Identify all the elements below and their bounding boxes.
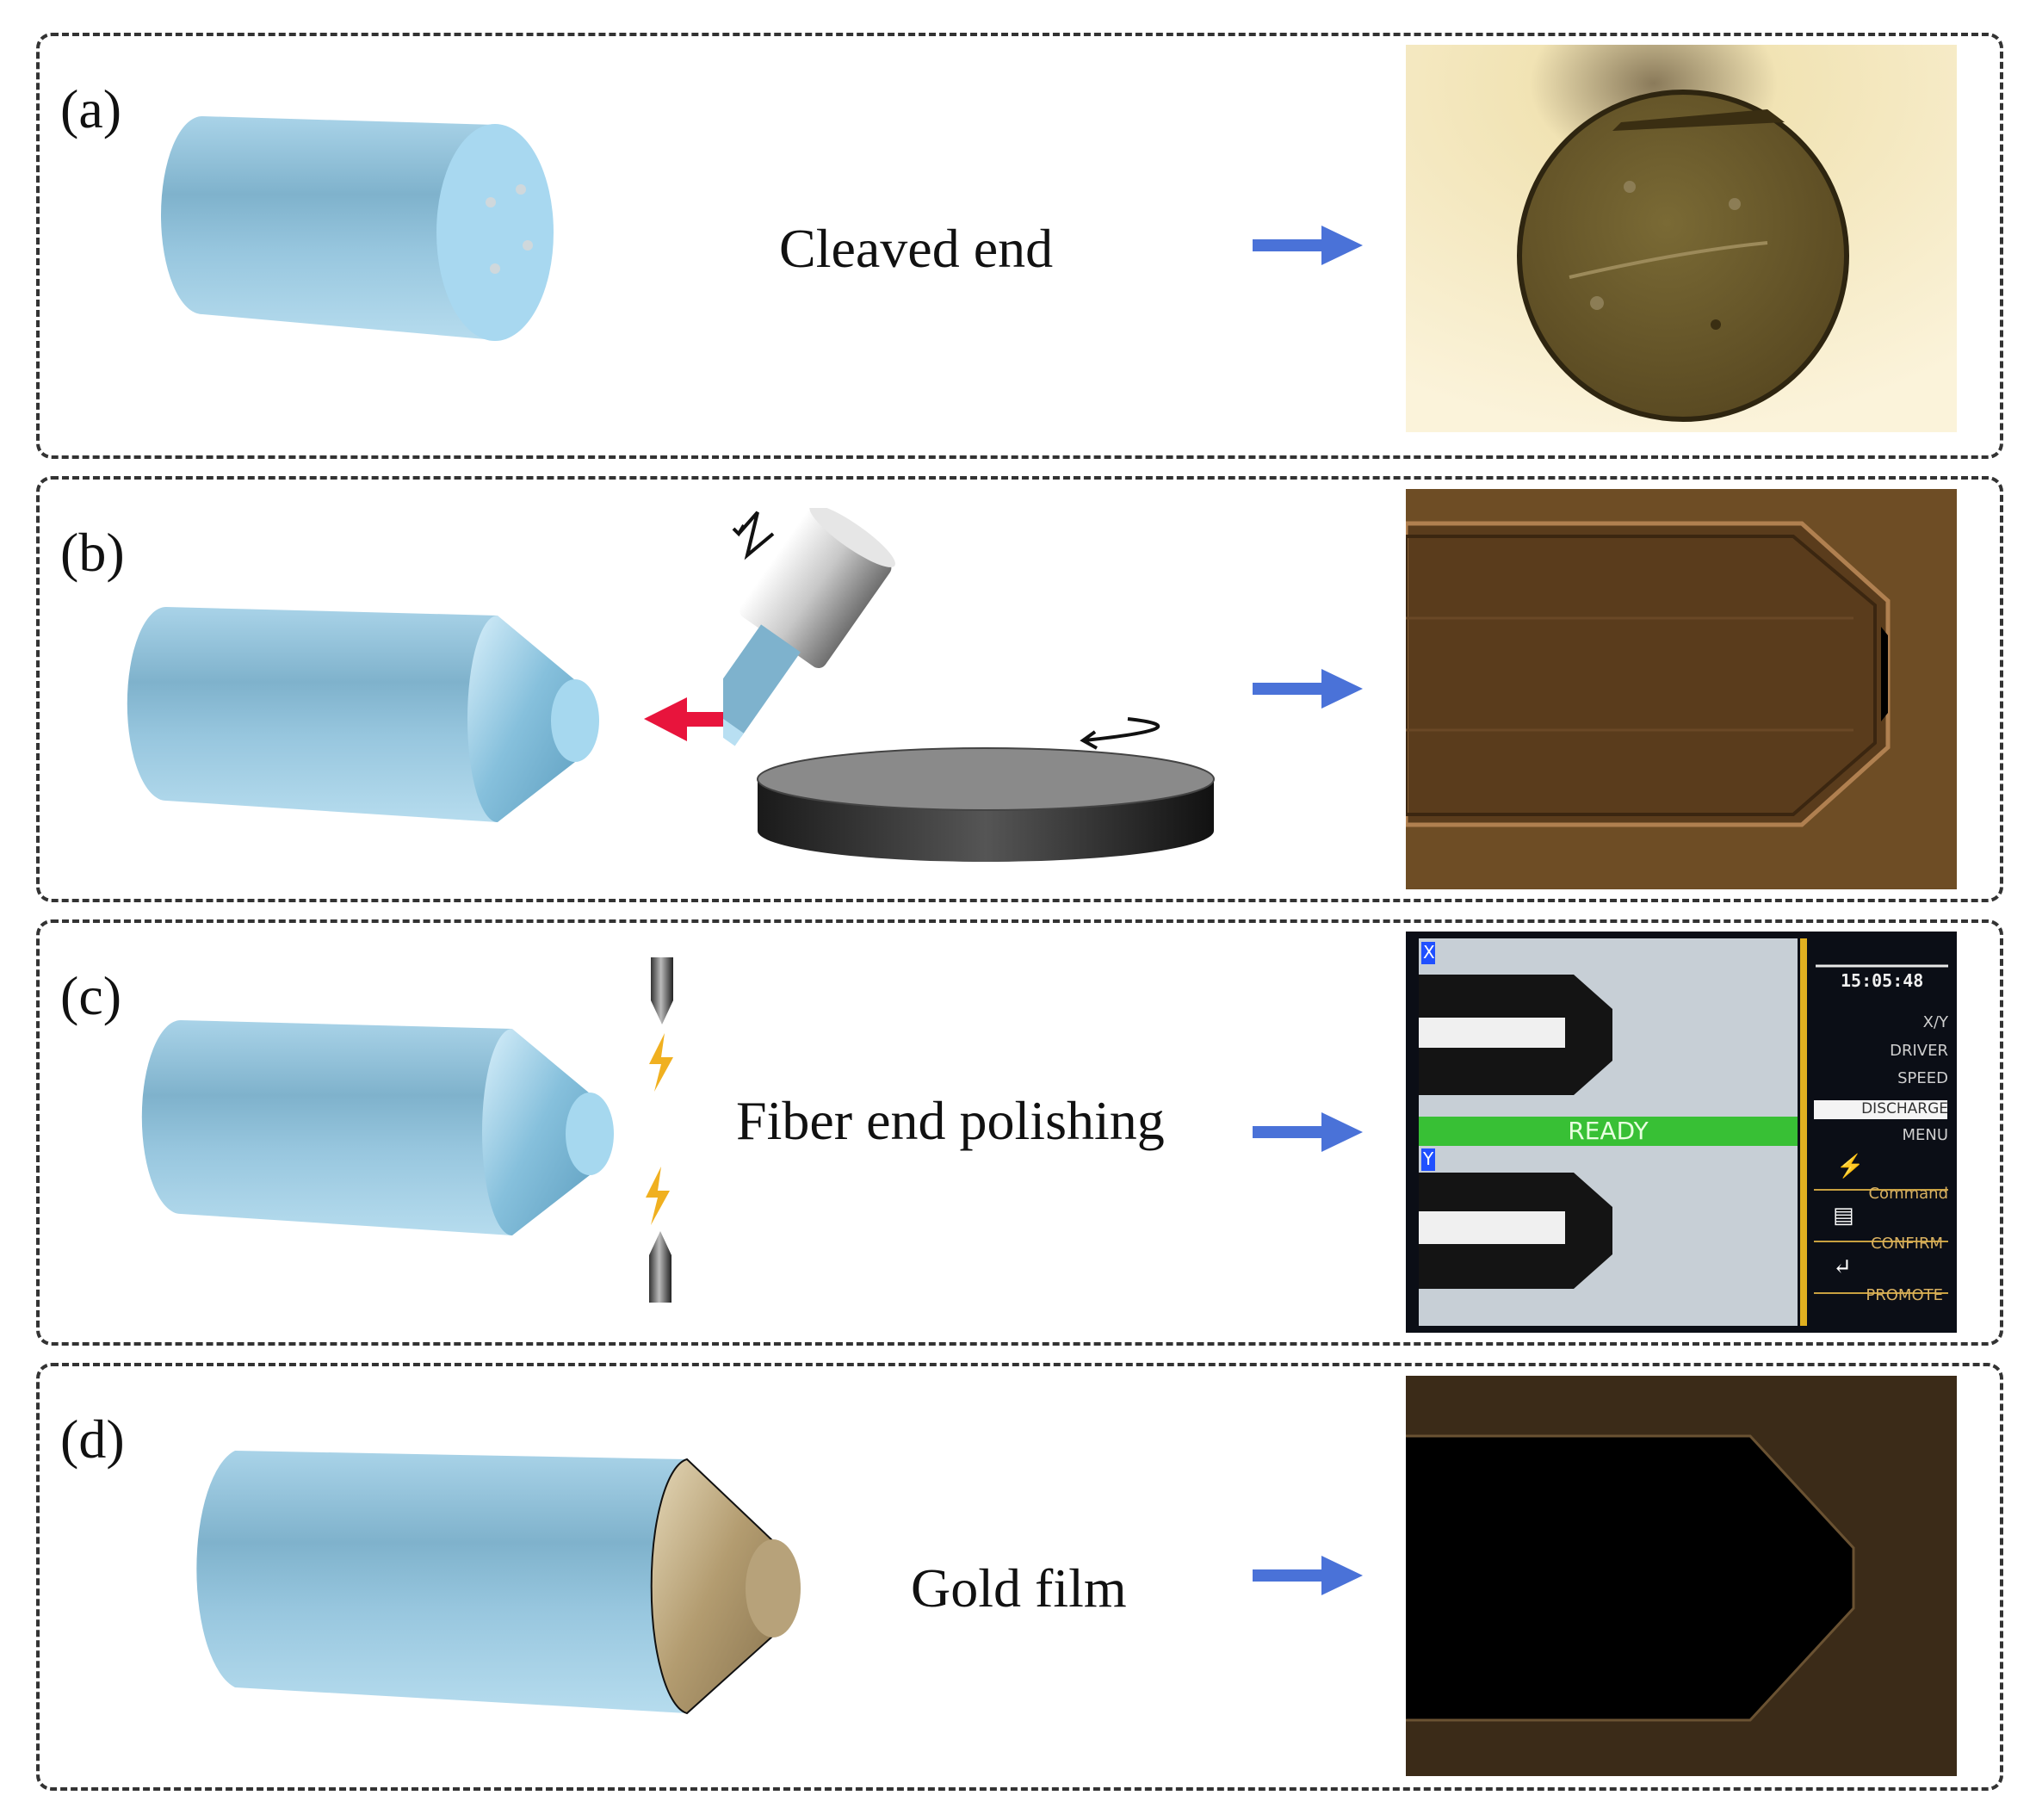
cleaved-fiber-illustration (161, 116, 554, 341)
caption-cleaved-end: Cleaved end (779, 218, 1054, 279)
confirm-button[interactable]: CONFIRM (1871, 1235, 1943, 1253)
axis-y-label: Y (1423, 1148, 1434, 1169)
polished-end-micrograph (1406, 489, 1957, 889)
document-icon: ▤ (1833, 1203, 1854, 1228)
right-arrow-icon (1253, 1112, 1363, 1152)
right-arrow-icon (1253, 1556, 1363, 1595)
splicer-time: 15:05:48 (1841, 970, 1924, 991)
return-icon: ↵ (1833, 1254, 1852, 1279)
electrode-top-icon (651, 957, 673, 1025)
panel-label: (d) (60, 1408, 125, 1470)
menu-speed[interactable]: SPEED (1897, 1069, 1948, 1087)
command-button[interactable]: Command (1868, 1185, 1948, 1203)
panel-label: (c) (60, 965, 122, 1026)
ready-status: READY (1568, 1117, 1649, 1145)
menu-discharge[interactable]: DISCHARGE (1861, 1100, 1948, 1117)
panel-a: (a) (36, 33, 2003, 459)
spark-top-icon (649, 1033, 673, 1092)
caption-gold-film: Gold film (911, 1557, 1127, 1619)
right-arrow-icon (1253, 669, 1363, 709)
panel-b: (b) (36, 476, 2003, 902)
caption-fiber-end-polishing: Fiber end polishing (736, 1090, 1165, 1151)
panel-d: (d) (36, 1363, 2003, 1791)
polished-fiber-illustration (127, 607, 599, 822)
spark-bottom-icon (646, 1167, 670, 1225)
cleaved-end-micrograph (1406, 45, 1957, 432)
menu-driver[interactable]: DRIVER (1890, 1042, 1948, 1060)
right-arrow-icon (1253, 226, 1363, 265)
panel-label: (b) (60, 522, 125, 583)
lightning-icon: ⚡ (1836, 1154, 1865, 1179)
menu-menu[interactable]: MENU (1902, 1126, 1948, 1144)
gold-coated-fiber-illustration (196, 1451, 801, 1715)
panel-label: (a) (60, 78, 122, 139)
electrode-bottom-icon (649, 1231, 671, 1303)
arc-polished-fiber-illustration (141, 1020, 614, 1235)
gold-film-micrograph (1406, 1376, 1957, 1776)
polishing-setup-illustration (723, 508, 1215, 862)
panel-c: (c) (36, 919, 2003, 1346)
left-arrow-icon (644, 697, 741, 741)
fusion-splicer-screen: X Y READY 15:05:48 X/Y DRIVER SPEED DISC… (1406, 932, 1957, 1333)
menu-x-y[interactable]: X/Y (1922, 1013, 1948, 1031)
promote-button[interactable]: PROMOTE (1866, 1286, 1943, 1304)
axis-x-label: X (1423, 942, 1435, 963)
